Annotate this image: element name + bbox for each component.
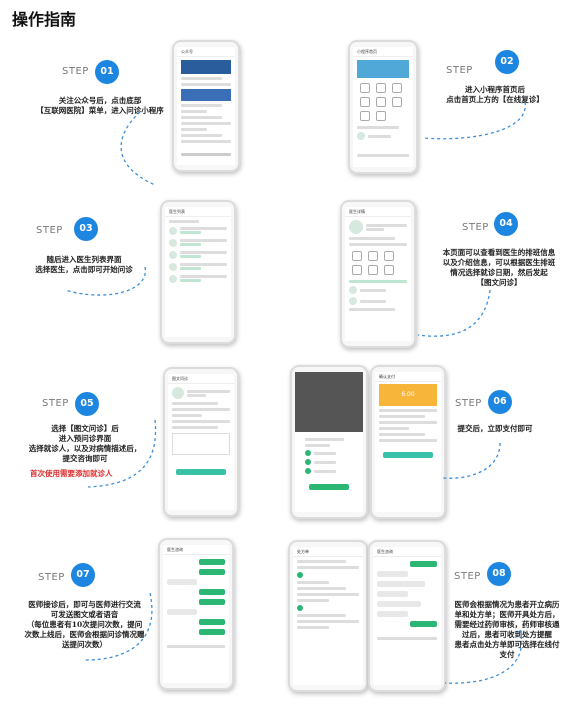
step-06-description: 提交后，立即支付即可 <box>440 424 550 434</box>
step-03-label: STEP <box>36 225 63 236</box>
step-07-arrow <box>84 592 153 661</box>
step-05-line-2: 进入预问诊界面 <box>58 434 112 443</box>
step-08-arrow <box>444 629 523 684</box>
step-04-description: 本页面可以查看到医生的排班信息 以及介绍信息，可以根据医生排班 情况选择就诊日期… <box>425 248 573 288</box>
step-07-line-2: 可发送图文或者语音 <box>50 610 119 619</box>
step-02-description: 进入小程序首页后 点击首页上方的【在线复诊】 <box>425 85 565 105</box>
step-06-arrow <box>442 442 501 479</box>
step-04-line-3: 情况选择就诊日期，然后发起 <box>450 268 548 277</box>
step-04-line-4: 【图文问诊】 <box>476 278 522 287</box>
step-01-number: 01 <box>95 60 119 84</box>
step-06-label: STEP <box>455 398 482 409</box>
step-06-phone-a <box>290 365 368 519</box>
step-03-phone: 医生列表 <box>160 200 236 344</box>
step-05-line-1: 选择【图文问诊】后 <box>51 424 119 433</box>
step-01-label: STEP <box>62 66 89 77</box>
step-08-line-3: 需要经过药师审核，药师审核通 <box>454 620 560 629</box>
step-05-arrow <box>87 419 157 488</box>
step-08-line-4: 过后，患者可收到处方提醒 <box>462 630 552 639</box>
step-08-line-5: 患者点击处方单即可选择在线付 <box>454 640 560 649</box>
step-02-number: 02 <box>495 50 519 74</box>
step-02-arrow <box>422 101 526 140</box>
step-02-line-2: 点击首页上方的【在线复诊】 <box>446 95 544 104</box>
step-08-label: STEP <box>454 571 481 582</box>
step-04-label: STEP <box>462 222 489 233</box>
step-02-label: STEP <box>446 65 473 76</box>
step-07-line-5: 送提问次数） <box>62 640 107 649</box>
step-05-note: 首次使用需要添加就诊人 <box>30 469 113 478</box>
step-08-number: 08 <box>487 562 511 586</box>
step-02-phone: 小程序首页 <box>348 40 418 174</box>
step-01-line-1: 关注公众号后，点击底部 <box>58 96 142 105</box>
step-07-description: 医师接诊后，即可与医师进行交流 可发送图文或者语音 （每位患者有10次提问次数，… <box>12 600 157 650</box>
step-01-line-2: 【互联网医院】菜单，进入问诊小程序 <box>36 106 164 115</box>
step-05-number: 05 <box>75 392 99 416</box>
step-08-description: 医师会根据情况为患者开立病历 单和处方单；医师开具处方后， 需要经过药师审核，药… <box>440 600 574 660</box>
step-04-number: 04 <box>494 212 518 236</box>
step-01-description: 关注公众号后，点击底部 【互联网医院】菜单，进入问诊小程序 <box>30 96 170 116</box>
step-04-line-2: 以及介绍信息，可以根据医生排班 <box>442 258 556 267</box>
step-02-line-1: 进入小程序首页后 <box>465 85 525 94</box>
step-03-line-1: 随后进入医生列表界面 <box>46 255 122 264</box>
step-08-line-6: 支付 <box>499 650 515 659</box>
step-04-line-1: 本页面可以查看到医生的排班信息 <box>442 248 556 257</box>
step-06-line-1: 提交后，立即支付即可 <box>457 424 533 433</box>
step-06-number: 06 <box>488 390 512 414</box>
step-03-line-2: 选择医生，点击即可开始问诊 <box>35 265 133 274</box>
step-07-number: 07 <box>71 563 95 587</box>
step-07-phone: 医生咨询 <box>158 538 234 690</box>
step-03-number: 03 <box>74 217 98 241</box>
step-08-phone-a: 处方单 <box>288 540 368 692</box>
step-07-line-4: 次数上线后，医师会根据问诊情况赠 <box>24 630 145 639</box>
step-04-arrow <box>417 289 491 337</box>
step-05-phone: 图文问诊 <box>163 367 239 517</box>
step-07-line-3: （每位患者有10次提问次数，提问 <box>26 620 143 629</box>
step-05-description: 选择【图文问诊】后 进入预问诊界面 选择就诊人，以及对病情描述后， 提交咨询即可 <box>10 424 160 464</box>
step-07-line-1: 医师接诊后，即可与医师进行交流 <box>28 600 141 609</box>
step-04-phone: 医生详情 <box>340 200 416 348</box>
step-05-line-4: 提交咨询即可 <box>62 454 108 463</box>
step-07-label: STEP <box>38 572 65 583</box>
step-08-line-1: 医师会根据情况为患者开立病历 <box>454 600 560 609</box>
step-06-phone-b: 确认支付 6.00 <box>370 365 446 519</box>
step-03-arrow <box>64 266 146 296</box>
step-01-arrow <box>120 111 156 186</box>
step-08-phone-b: 医生咨询 <box>368 540 446 692</box>
step-03-description: 随后进入医生列表界面 选择医生，点击即可开始问诊 <box>14 255 154 275</box>
step-05-line-3: 选择就诊人，以及对病情描述后， <box>28 444 142 453</box>
step-01-phone: 公众号 <box>172 40 240 172</box>
step-08-line-2: 单和处方单；医师开具处方后， <box>454 610 560 619</box>
step-05-label: STEP <box>42 398 69 409</box>
page-title: 操作指南 <box>12 10 77 29</box>
